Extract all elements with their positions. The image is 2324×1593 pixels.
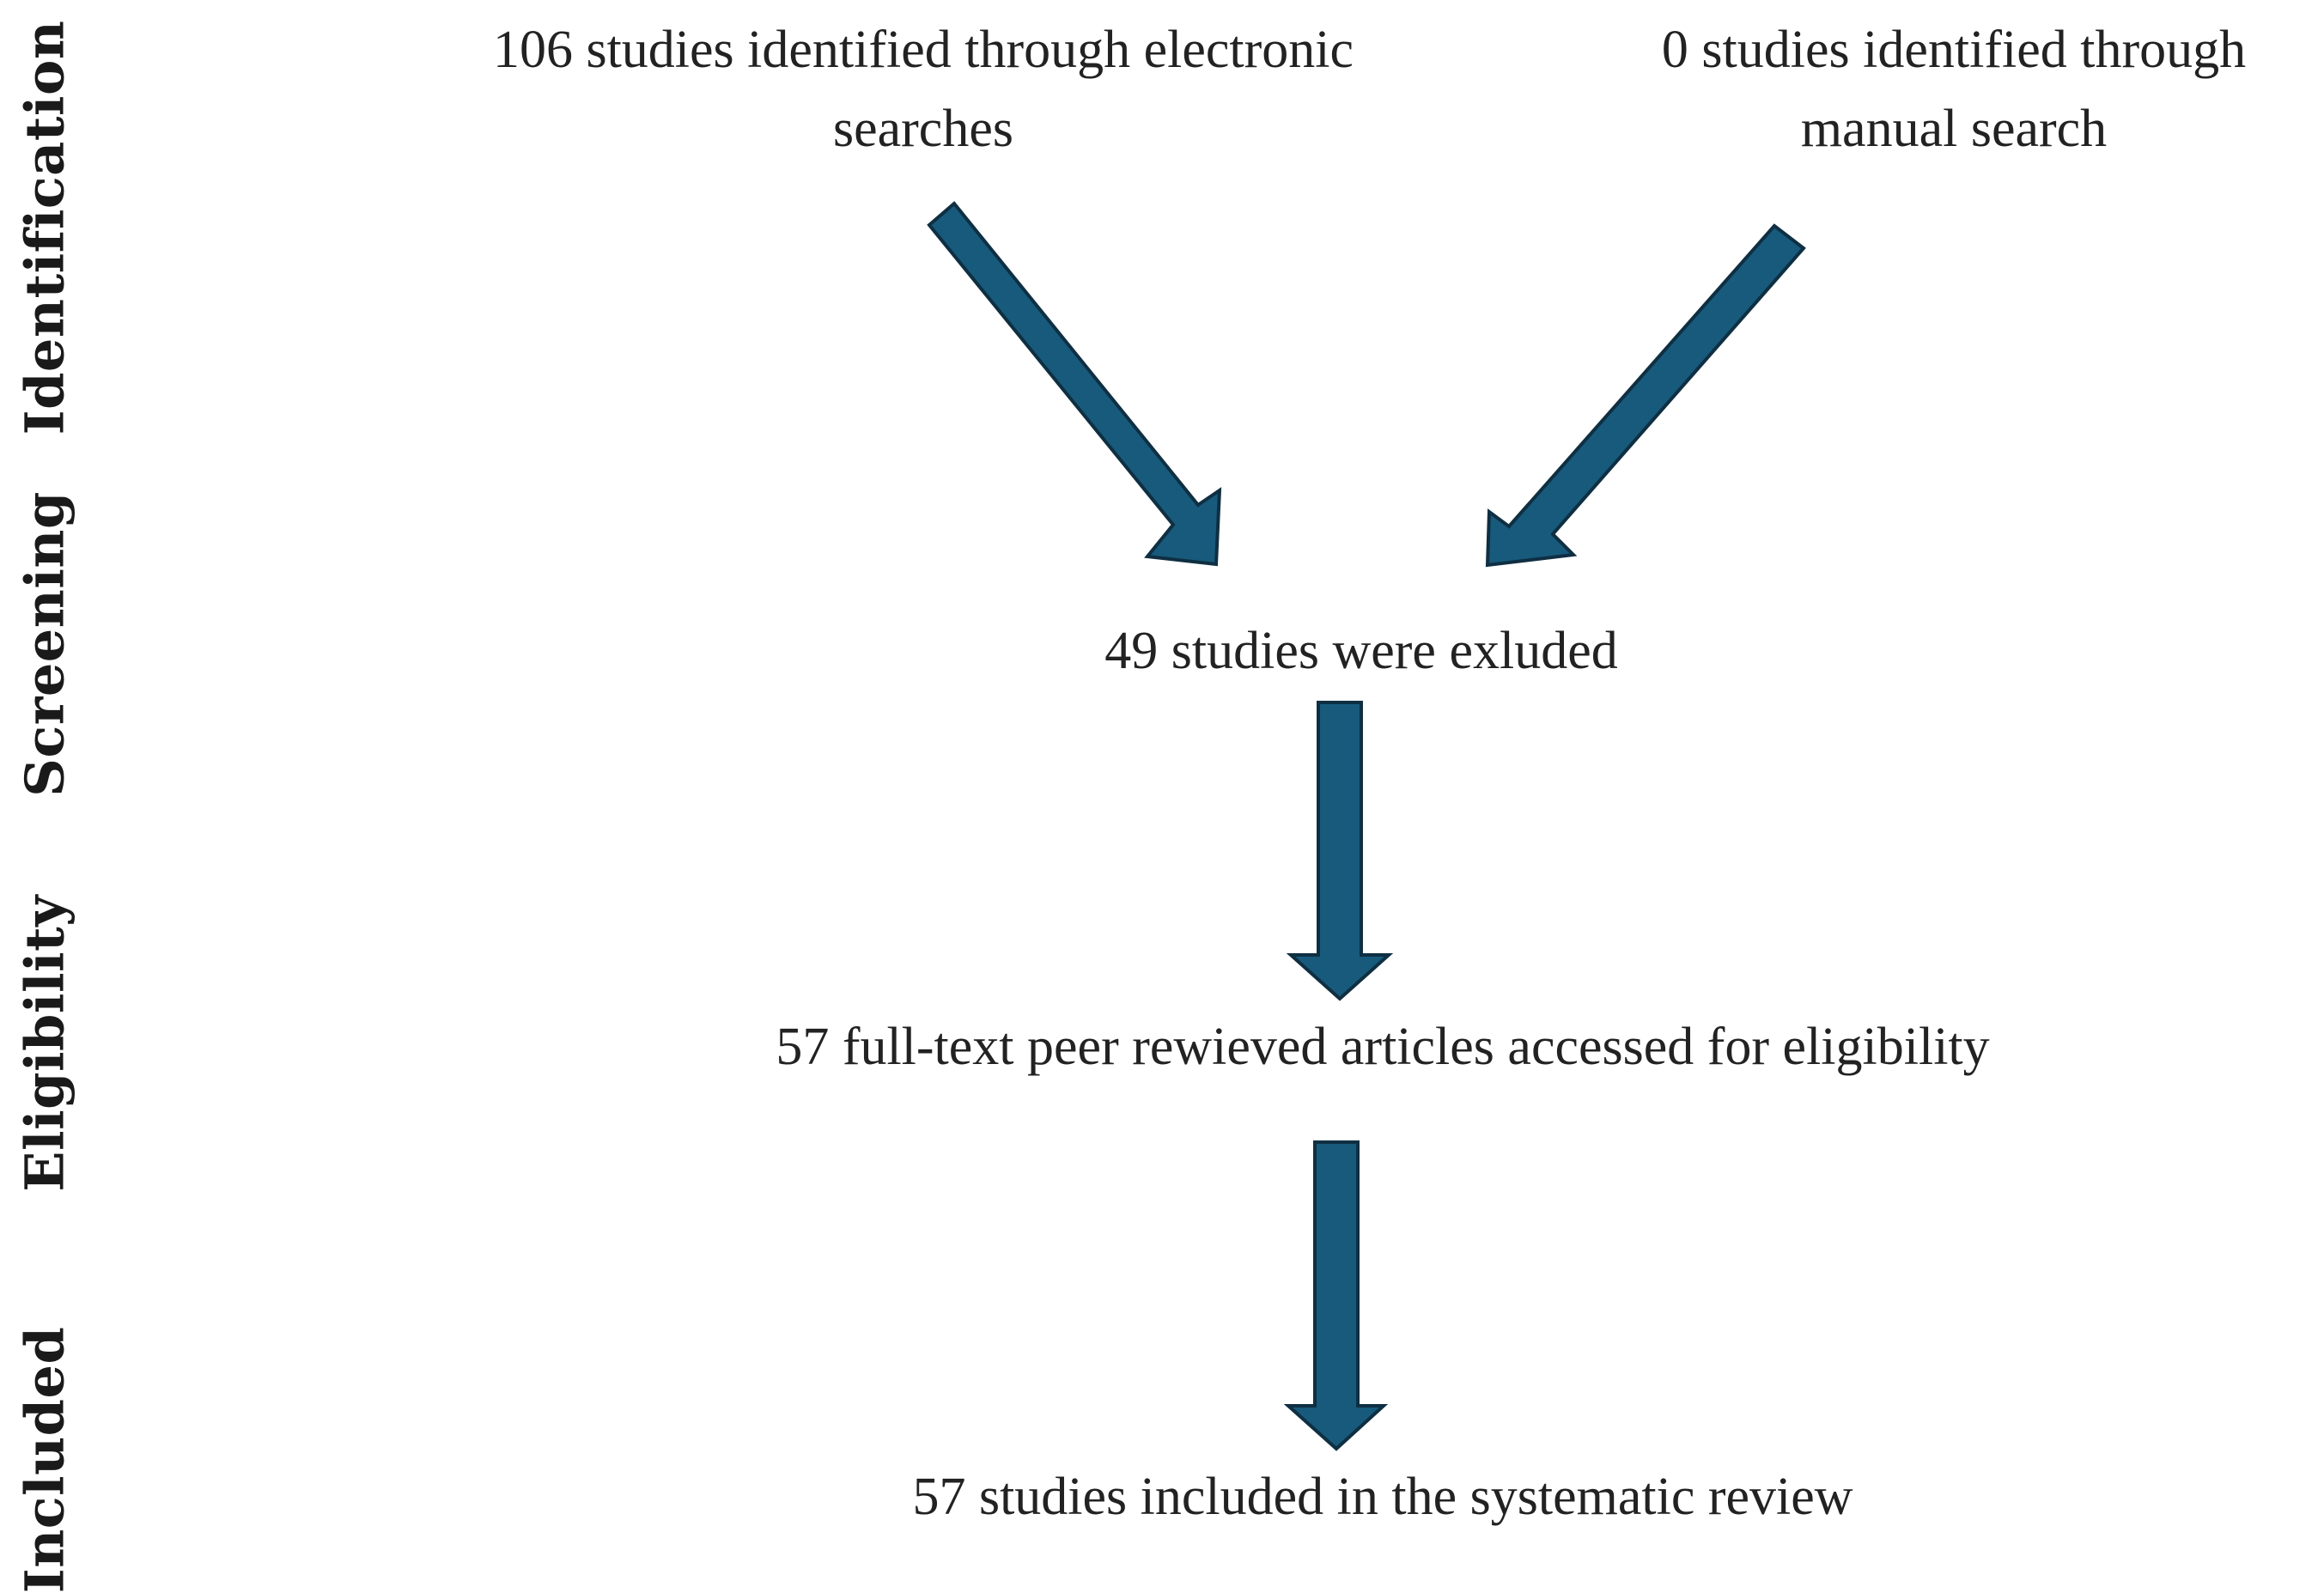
electronic-search-line2: searches (833, 100, 1013, 158)
arrow-manual-to-screening (1485, 223, 1806, 568)
included-box: 57 studies included in the systematic re… (912, 1468, 1853, 1526)
arrow-eligibility-to-included (1283, 1140, 1389, 1451)
electronic-search-line1: 106 studies identified through electroni… (492, 21, 1354, 79)
manual-search-line1: 0 studies identified through (1661, 21, 2247, 79)
arrow-screening-to-eligibility (1286, 701, 1394, 1001)
manual-search-box: 0 studies identified through manual sear… (1593, 10, 2315, 168)
manual-search-line2: manual search (1800, 100, 2108, 158)
arrow-electronic-to-screening (927, 201, 1222, 567)
eligibility-box: 57 full-text peer rewieved articles acce… (776, 1018, 1990, 1076)
excluded-box: 49 studies were exluded (1104, 622, 1618, 680)
electronic-search-box: 106 studies identified through electroni… (404, 10, 1443, 168)
